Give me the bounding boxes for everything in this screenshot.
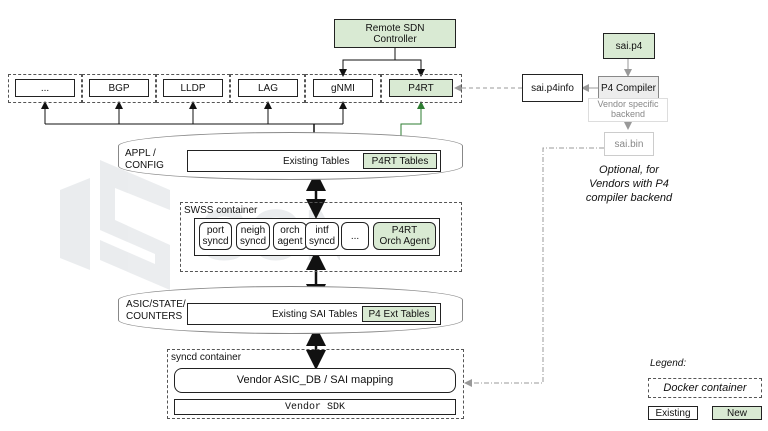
- swss-container: [180, 202, 462, 272]
- app-container: [230, 74, 305, 103]
- app-container: [381, 74, 462, 103]
- p4rt-tables: P4RT Tables: [363, 153, 437, 169]
- app-box: ...: [15, 79, 75, 97]
- legend-new: New: [712, 406, 762, 420]
- sai-p4info-file: sai.p4info: [522, 74, 583, 102]
- app-box-lldp: LLDP: [163, 79, 223, 97]
- legend-docker: Docker container: [648, 378, 762, 398]
- remote-sdn-controller: Remote SDN Controller: [334, 19, 456, 48]
- existing-tables-label: Existing Tables: [283, 155, 350, 167]
- p4-ext-tables: P4 Ext Tables: [362, 306, 436, 322]
- agent-more: ...: [341, 222, 369, 250]
- legend-title: Legend:: [650, 358, 687, 369]
- syncd-container: [167, 349, 464, 419]
- app-container: [156, 74, 230, 103]
- controller-label: Controller: [373, 33, 417, 45]
- p4-compiler: P4 Compiler: [598, 76, 659, 100]
- app-box-bgp: BGP: [89, 79, 149, 97]
- app-container: [82, 74, 156, 103]
- app-box-gnmi: gNMI: [313, 79, 373, 97]
- vendor-asic-mapping: Vendor ASIC_DB / SAI mapping: [174, 368, 456, 393]
- existing-sai-tables-label: Existing SAI Tables: [272, 308, 358, 320]
- app-box-lag: LAG: [238, 79, 298, 97]
- syncd-title: syncd container: [171, 352, 242, 363]
- app-box-p4rt: P4RT: [389, 79, 453, 97]
- controller-label: Remote SDN: [365, 22, 425, 34]
- app-container: [8, 74, 82, 103]
- swss-title: SWSS container: [184, 205, 258, 216]
- legend-existing: Existing: [648, 406, 698, 420]
- sai-bin-file: sai.bin: [604, 132, 654, 156]
- sai-p4-source: sai.p4: [603, 33, 655, 59]
- app-container: [305, 74, 381, 103]
- appl-db-label: APPL /CONFIG: [125, 148, 164, 171]
- asic-db-label: ASIC/STATE/COUNTERS: [126, 299, 186, 322]
- vendor-sdk: Vendor SDK: [174, 399, 456, 415]
